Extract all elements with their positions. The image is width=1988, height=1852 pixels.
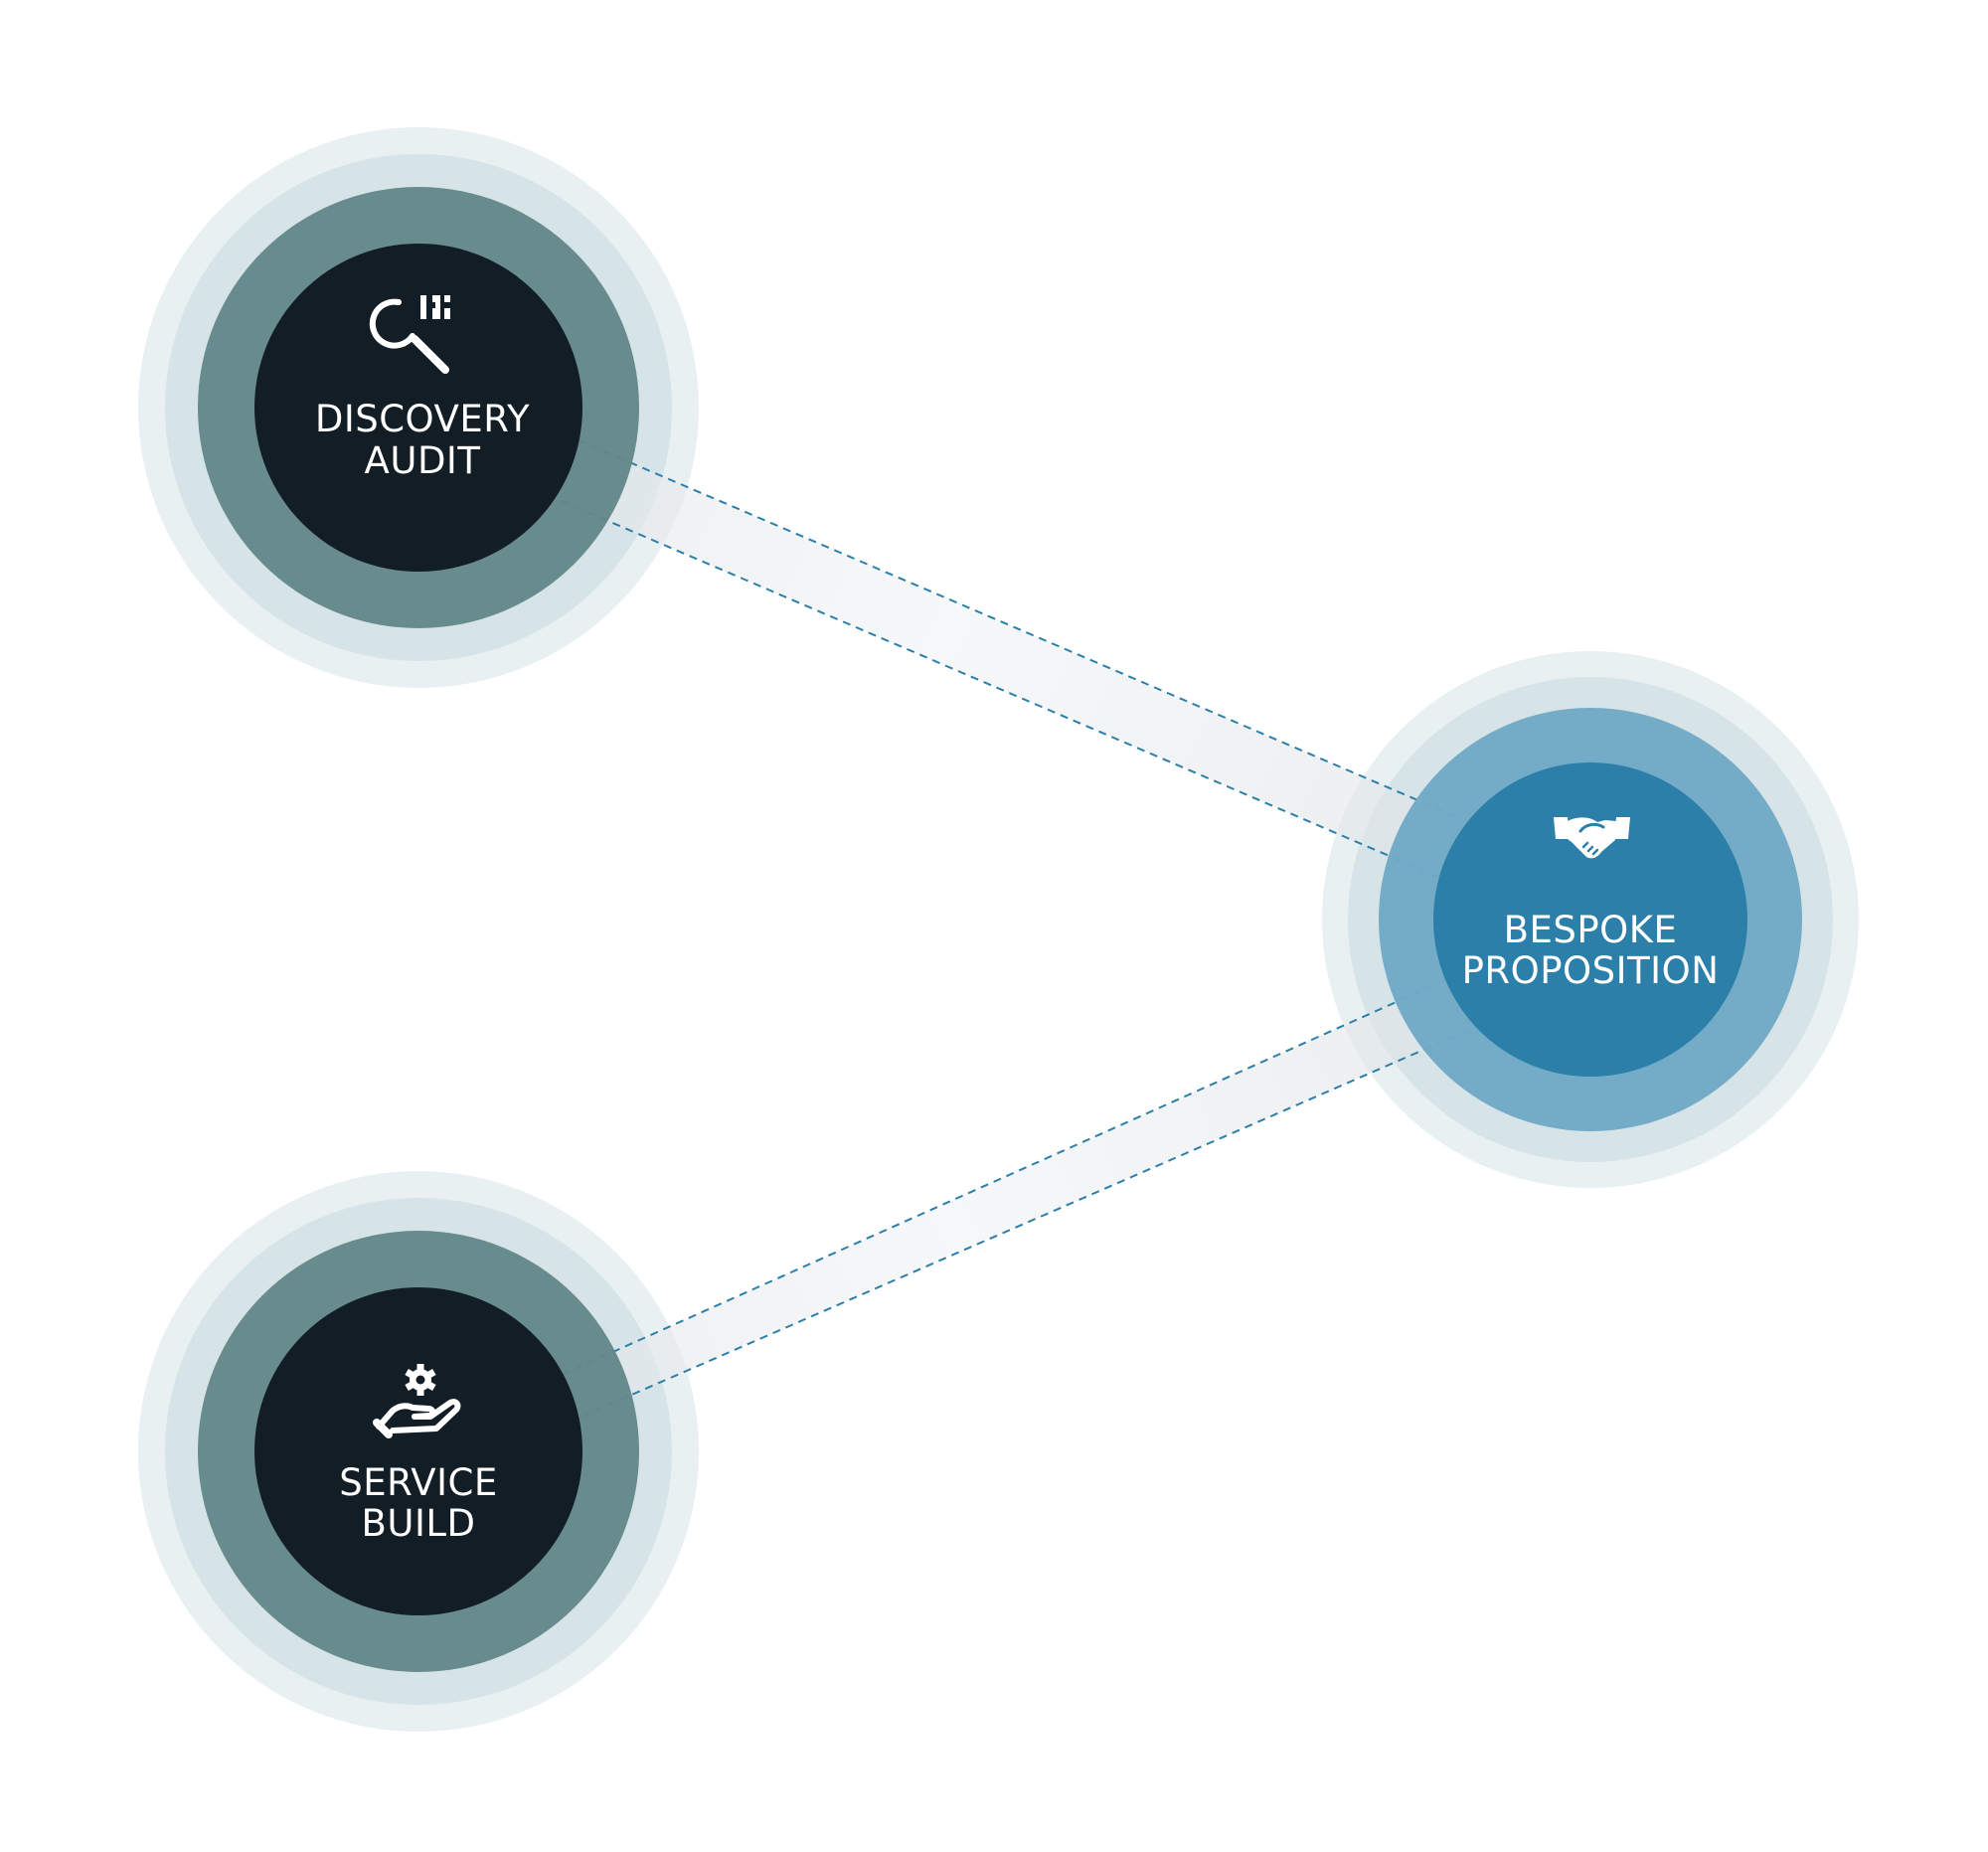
node-core: [254, 244, 582, 572]
connector-dashed-line-upper: [578, 439, 1472, 824]
node-service-build: SERVICE BUILD: [198, 1231, 639, 1672]
connector-dashed-line-lower: [580, 1026, 1477, 1418]
node-bespoke-proposition: BESPOKE PROPOSITION: [1379, 708, 1802, 1131]
node-label-line-1: DISCOVERY: [315, 398, 530, 440]
connector-service-to-bespoke: [561, 974, 1477, 1418]
handshake-icon: [1554, 817, 1630, 859]
hand-gear-icon: [373, 1364, 461, 1438]
node-label-line-1: BESPOKE: [1504, 909, 1678, 951]
node-label-line-2: BUILD: [362, 1502, 476, 1545]
node-label-line-2: AUDIT: [365, 439, 481, 482]
connector-dashed-line-upper: [561, 974, 1457, 1376]
node-label-line-2: PROPOSITION: [1462, 949, 1720, 992]
node-core: [254, 1287, 582, 1615]
connector-discovery-to-bespoke: [561, 439, 1472, 885]
node-discovery-audit: DISCOVERY AUDIT: [198, 187, 639, 628]
connector-dashed-line-lower: [561, 500, 1455, 885]
node-core: [1433, 762, 1747, 1077]
node-label-line-1: SERVICE: [339, 1461, 498, 1504]
magnifier-data-icon: [369, 295, 450, 374]
